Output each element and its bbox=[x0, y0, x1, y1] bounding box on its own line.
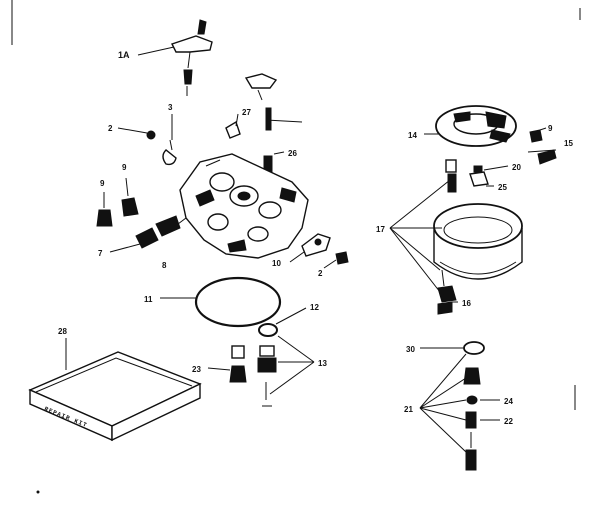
repair-kit-package: REPAIR KIT bbox=[28, 351, 202, 442]
throttle-lever-part bbox=[171, 19, 213, 96]
scan-dot bbox=[36, 490, 40, 494]
callout-2-right: 2 bbox=[318, 269, 323, 278]
callout-13: 13 bbox=[318, 359, 327, 368]
lever-plate-part bbox=[301, 233, 331, 257]
leader-line bbox=[539, 127, 547, 131]
leader-line bbox=[269, 361, 315, 395]
leader-line bbox=[419, 353, 467, 409]
leader-line bbox=[419, 407, 467, 421]
screw-part bbox=[335, 251, 349, 265]
callout-11: 11 bbox=[144, 295, 153, 304]
leader-line bbox=[323, 259, 337, 269]
washer-part bbox=[258, 323, 278, 337]
callout-2-top: 2 bbox=[108, 124, 113, 133]
leader-line bbox=[207, 367, 231, 371]
callout-22: 22 bbox=[504, 417, 513, 426]
leader-line bbox=[235, 113, 239, 127]
jet-assembly-part bbox=[257, 345, 277, 407]
diaphragm-part bbox=[435, 105, 517, 147]
mixture-screw-part bbox=[121, 177, 139, 217]
callout-12: 12 bbox=[310, 303, 319, 312]
callout-16: 16 bbox=[462, 299, 471, 308]
callout-17: 17 bbox=[376, 225, 385, 234]
callout-9b: 9 bbox=[122, 163, 127, 172]
mixture-screw-part bbox=[96, 192, 113, 227]
leader-line bbox=[277, 335, 315, 363]
leader-line bbox=[389, 227, 441, 271]
callout-7: 7 bbox=[98, 249, 103, 258]
screw-part bbox=[146, 130, 156, 140]
callout-23: 23 bbox=[192, 365, 201, 374]
leader-line bbox=[419, 399, 467, 409]
callout-8: 8 bbox=[162, 261, 167, 270]
main-jet-part bbox=[229, 345, 247, 383]
carburetor-body-part bbox=[169, 153, 309, 259]
washer-part bbox=[463, 341, 485, 355]
callout-9-right: 9 bbox=[548, 124, 553, 133]
leader-line bbox=[419, 407, 467, 453]
screw-part bbox=[529, 129, 543, 143]
callout-14: 14 bbox=[408, 131, 417, 140]
callout-21: 21 bbox=[404, 405, 413, 414]
leader-line bbox=[483, 165, 509, 171]
callout-25: 25 bbox=[498, 183, 507, 192]
needle-valve-part bbox=[135, 215, 181, 249]
clip-part bbox=[162, 139, 177, 166]
callout-24: 24 bbox=[504, 397, 513, 406]
pin-part bbox=[527, 149, 557, 165]
callout-28: 28 bbox=[58, 327, 67, 336]
callout-15: 15 bbox=[564, 139, 573, 148]
callout-26: 26 bbox=[288, 149, 297, 158]
leader-line bbox=[289, 251, 305, 263]
callout-20: 20 bbox=[512, 163, 521, 172]
callout-3: 3 bbox=[168, 103, 173, 112]
float-valve-part bbox=[445, 159, 489, 193]
leader-line bbox=[137, 46, 175, 56]
leader-line bbox=[419, 377, 467, 409]
choke-shaft-part bbox=[225, 73, 278, 139]
callout-10: 10 bbox=[272, 259, 281, 268]
leader-line bbox=[389, 179, 451, 229]
gasket-ring-part bbox=[194, 276, 282, 328]
leader-line bbox=[389, 227, 441, 293]
float-bowl-part bbox=[433, 203, 523, 280]
needle-seat-part bbox=[463, 367, 481, 471]
leader-line bbox=[273, 151, 285, 155]
callout-9a: 9 bbox=[100, 179, 105, 188]
idle-screw-part bbox=[263, 107, 303, 173]
leader-line bbox=[117, 127, 148, 134]
leader-line bbox=[109, 243, 141, 253]
leader-line bbox=[275, 307, 307, 325]
callout-30: 30 bbox=[406, 345, 415, 354]
callout-1a: 1A bbox=[118, 50, 130, 60]
callout-27: 27 bbox=[242, 108, 251, 117]
bowl-bolt-part bbox=[437, 269, 457, 315]
